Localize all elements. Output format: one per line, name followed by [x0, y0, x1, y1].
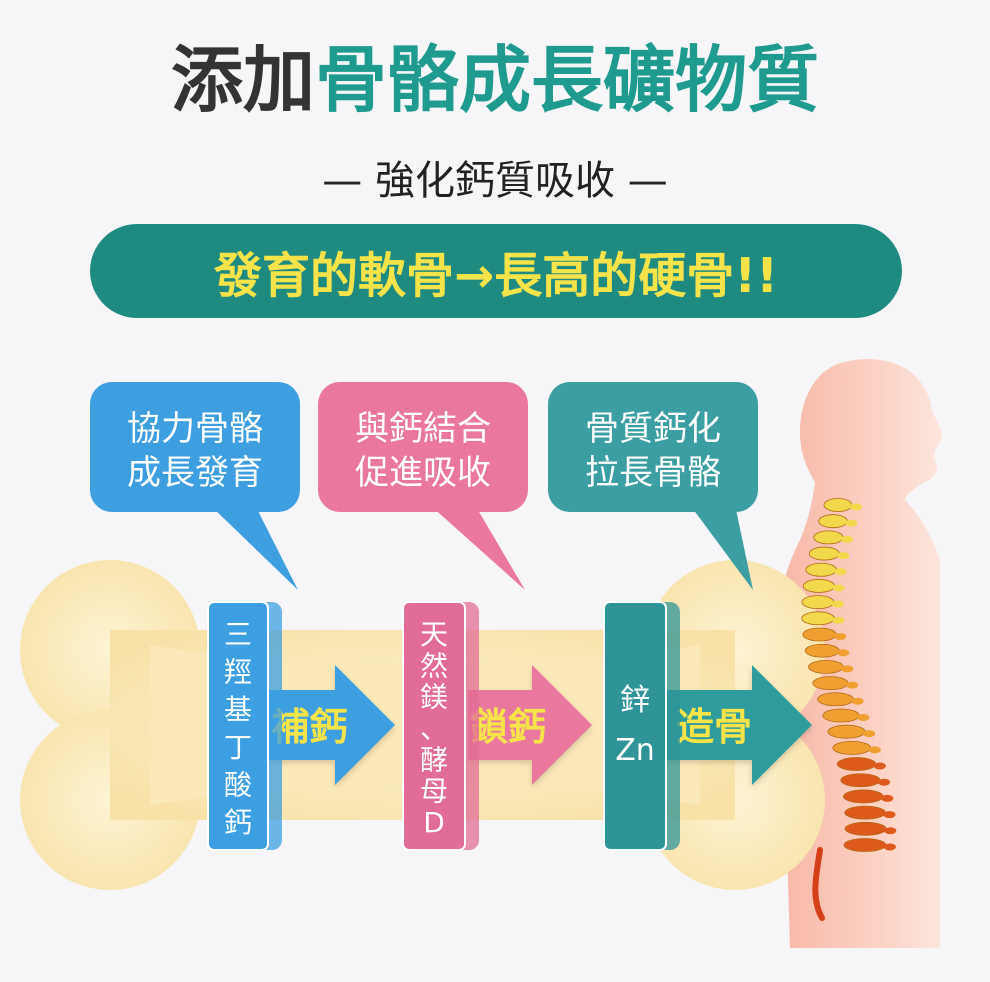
vertebra [808, 660, 844, 674]
ingredient-band-3-char: Zn [615, 733, 655, 768]
arrow-1: 補鈣 [268, 665, 395, 785]
vertebra [805, 562, 837, 577]
bubble-3-line1: 骨質鈣化 [585, 409, 721, 449]
vertebra [813, 530, 844, 545]
ingredient-band-2-char: 酵 [420, 743, 448, 776]
ingredient-band-2-char: 鎂 [420, 681, 448, 714]
ingredient-band-3: 鋅 Zn [603, 601, 680, 851]
vertebra-process [841, 535, 854, 543]
vertebra-process [846, 681, 859, 689]
tailbone [812, 847, 825, 921]
vertebra-process [841, 665, 854, 673]
banner [90, 224, 902, 318]
vertebra [844, 821, 887, 836]
banner-text: 發育的軟骨→長高的硬骨!! [213, 248, 778, 304]
vertebra [823, 498, 853, 512]
arrow-1-label: 補鈣 [271, 705, 347, 749]
vertebra [844, 805, 886, 820]
vertebra [832, 740, 872, 755]
vertebra-process [850, 503, 862, 511]
spine-illustration [801, 498, 897, 921]
ingredient-band-1-char: 鈣 [224, 806, 252, 839]
ingredient-band-1-char: 基 [224, 693, 252, 726]
bubble-2-line2: 促進吸收 [355, 453, 491, 493]
vertebra-process [832, 616, 845, 624]
vertebra [808, 546, 840, 561]
arrow-2: 鎖鈣 [468, 665, 592, 785]
ingredient-band-3-char: 鋅 [620, 683, 650, 718]
vertebra [801, 611, 835, 626]
bubble-1-line2: 成長發育 [127, 453, 263, 493]
vertebra-process [883, 811, 896, 819]
vertebra-process [845, 519, 858, 527]
vertebra [840, 773, 881, 788]
ingredient-band-1-char: 羥 [224, 656, 252, 689]
vertebra-process [868, 746, 881, 754]
bubble-2-line1: 與鈣結合 [355, 409, 491, 449]
vertebra [842, 789, 884, 804]
arrow-3-label: 造骨 [676, 705, 752, 749]
vertebra [836, 757, 877, 771]
subheadline: — 強化鈣質吸收 — [322, 158, 667, 204]
ingredient-band-2-char: 、 [420, 712, 448, 745]
ingredient-band-1-char: 丁 [224, 731, 252, 764]
bubble-1-line1: 協力骨骼 [127, 409, 263, 449]
vertebra [802, 627, 837, 642]
vertebra [843, 838, 887, 852]
ingredient-band-2-char: 然 [420, 649, 448, 682]
headline: 添加骨骼成長礦物質 [171, 38, 819, 122]
vertebra [804, 643, 840, 658]
vertebra-process [881, 794, 894, 802]
vertebra [817, 692, 854, 707]
bubble-3-line2: 拉長骨骼 [585, 453, 721, 493]
vertebra-process [832, 584, 845, 592]
vertebra-process [883, 843, 896, 851]
ingredient-band-2-char: 天 [420, 618, 448, 651]
arrow-2-label: 鎖鈣 [470, 705, 546, 749]
vertebra-process [863, 730, 876, 738]
vertebra-process [878, 778, 891, 786]
vertebra-process [857, 713, 870, 721]
vertebra-process [834, 633, 847, 641]
vertebra-process [837, 552, 850, 560]
ingredient-band-2-char: 母 [420, 775, 448, 808]
vertebra [802, 579, 836, 593]
vertebra-process [884, 827, 897, 835]
vertebra-process [851, 697, 864, 705]
vertebra [801, 595, 835, 610]
ingredient-band-2: 天然鎂、酵母D [402, 601, 479, 851]
vertebra-process [834, 568, 847, 576]
vertebra [818, 514, 848, 529]
vertebra-process [837, 649, 850, 657]
ingredient-band-1-char: 酸 [224, 768, 252, 801]
vertebra-process [873, 762, 886, 770]
vertebra [827, 724, 866, 739]
vertebra-process [831, 600, 844, 608]
ingredient-band-2-char: D [423, 806, 445, 839]
vertebra [812, 676, 849, 690]
ingredient-band-1-char: 三 [224, 618, 252, 651]
vertebra [822, 708, 860, 723]
arrow-3: 造骨 [660, 665, 812, 785]
